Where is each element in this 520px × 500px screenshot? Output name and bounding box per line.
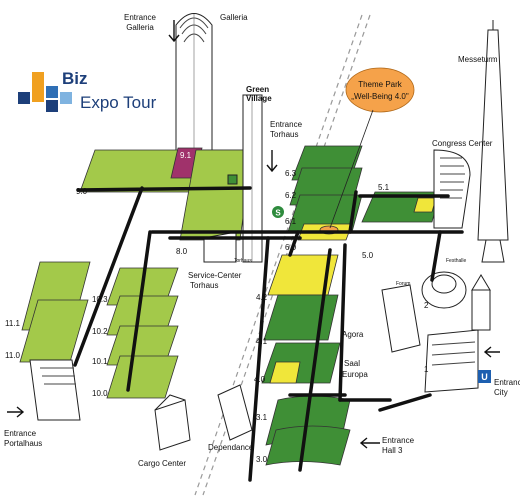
label-cargo-center: Cargo Center — [138, 459, 186, 468]
label-service-center: Service-Center — [188, 271, 242, 280]
label-hall-11-0: 11.0 — [5, 351, 21, 360]
arrow-galleria — [168, 20, 180, 43]
label-hall-1: 1 — [424, 365, 429, 374]
label-entrance-portalhaus: Portalhaus — [4, 439, 42, 448]
green-village-marker — [227, 174, 238, 185]
messeturm-tower — [477, 20, 509, 263]
label-congress-center: Congress Center — [432, 139, 493, 148]
logo-square — [60, 92, 72, 104]
label-torhaus: Torhaus — [234, 258, 252, 264]
label-agora: Agora — [342, 330, 364, 339]
walkways — [73, 186, 464, 482]
hall-10-0[interactable] — [106, 355, 179, 399]
logo-product: Expo Tour — [80, 93, 157, 112]
label-green-village: Green — [246, 85, 269, 94]
label-saal-europa: Saal — [344, 359, 360, 368]
label-hall-6-3: 6.3 — [285, 169, 297, 178]
festhalle-building — [421, 271, 467, 309]
svg-text:S: S — [275, 209, 281, 218]
label-entrance-torhaus: Entrance — [270, 120, 303, 129]
label-hall-6-0: 6.0 — [285, 243, 297, 252]
label-hall-8-0: 8.0 — [176, 247, 188, 256]
arrow-portalhaus — [7, 406, 25, 418]
label-hall-6-1: 6.1 — [285, 217, 297, 226]
arrow-torhaus — [266, 150, 278, 173]
hall-8-0[interactable] — [179, 149, 253, 241]
callout-line-1: Theme Park — [358, 80, 403, 89]
logo-brand: Biz — [62, 69, 88, 88]
biz-logo: Biz Expo Tour — [18, 69, 157, 112]
label-entrance-hall3: Entrance — [382, 436, 415, 445]
cargo-center-building — [154, 394, 191, 451]
svg-text:U: U — [481, 372, 488, 382]
logo-square — [32, 72, 44, 102]
label-dependance: Dependance — [208, 443, 254, 452]
label-messeturm: Messeturm — [458, 55, 498, 64]
label-hall-5-1: 5.1 — [378, 183, 390, 192]
label-service-center: Torhaus — [190, 281, 218, 290]
arrow-hall3 — [359, 437, 380, 449]
hall-4-0-yellow — [269, 361, 301, 384]
hall-5-1-yellow — [413, 197, 437, 213]
label-hall-5-0: 5.0 — [362, 251, 374, 260]
logo-square — [46, 86, 58, 98]
label-hall-9-1: 9.1 — [180, 151, 192, 160]
label-hall-4-2: 4.2 — [256, 293, 268, 302]
theme-park-callout[interactable]: Theme Park „Well-Being 4.0" — [329, 67, 415, 229]
arrow-city — [483, 346, 500, 358]
label-entrance-galleria: Entrance — [124, 13, 157, 22]
hall-2-building[interactable] — [471, 274, 491, 331]
label-entrance-portalhaus: Entrance — [4, 429, 37, 438]
label-hall-10-1: 10.1 — [92, 357, 108, 366]
dependance-building — [217, 384, 253, 441]
label-hall-3-1: 3.1 — [256, 413, 268, 422]
logo-square — [18, 92, 30, 104]
label-green-village: Village — [246, 94, 272, 103]
label-hall-2: 2 — [424, 301, 429, 310]
label-entrance-city: Entrance — [494, 378, 520, 387]
label-hall-4-1: 4.1 — [256, 337, 268, 346]
label-hall-3-0: 3.0 — [256, 455, 268, 464]
hall-3-0[interactable] — [265, 425, 351, 466]
label-hall-11-1: 11.1 — [5, 319, 21, 328]
galleria-building — [175, 13, 213, 161]
torhaus-building — [242, 94, 263, 263]
label-entrance-galleria: Galleria — [126, 23, 154, 32]
portalhaus-building — [29, 359, 81, 421]
label-hall-10-3: 10.3 — [92, 295, 108, 304]
label-saal-europa: Europa — [342, 370, 368, 379]
label-galleria: Galleria — [220, 13, 248, 22]
hall-4-1[interactable] — [263, 294, 339, 341]
label-entrance-city: City — [494, 388, 508, 397]
logo-square — [46, 100, 58, 112]
label-hall-4-0: 4.0 — [254, 375, 266, 384]
congress-center-building — [433, 149, 471, 229]
hall-1-building[interactable] — [424, 329, 479, 393]
label-forum: Forum — [396, 281, 410, 287]
label-hall-9-0: 9.0 — [76, 187, 88, 196]
callout-line-2: „Well-Being 4.0" — [351, 92, 409, 101]
label-festhalle: Festhalle — [446, 258, 467, 264]
label-entrance-torhaus: Torhaus — [270, 130, 298, 139]
label-hall-10-2: 10.2 — [92, 327, 108, 336]
label-hall-10-0: 10.0 — [92, 389, 108, 398]
entrance-arrows — [7, 20, 500, 449]
label-hall-6-2: 6.2 — [285, 191, 297, 200]
forum-building — [381, 284, 421, 353]
sbahn-icon: S — [272, 206, 284, 218]
ubahn-icon: U — [478, 370, 491, 383]
label-entrance-hall3: Hall 3 — [382, 446, 403, 455]
